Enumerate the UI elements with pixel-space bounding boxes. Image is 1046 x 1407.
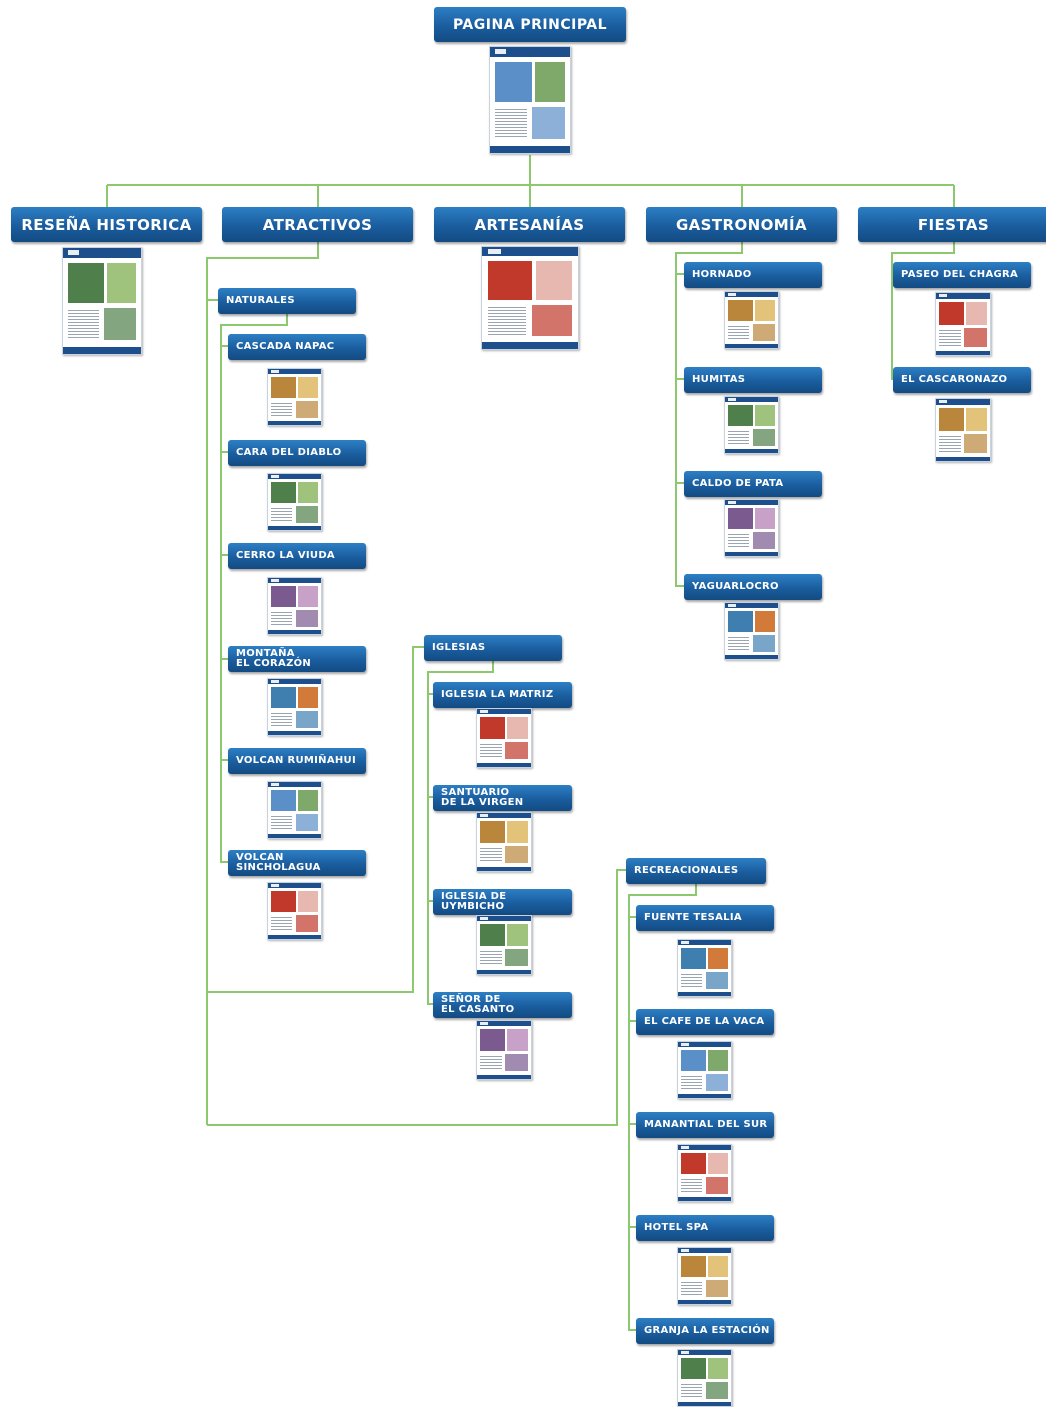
node-label-iglesia-la-matriz[interactable]: IGLESIA LA MATRIZ <box>433 682 572 708</box>
thumbnail-resena-historica <box>62 247 142 355</box>
section-label-fiestas[interactable]: FIESTAS <box>858 207 1046 242</box>
node-label-volcan-ruminahui[interactable]: VOLCAN RUMIÑAHUI <box>228 748 366 774</box>
node-label-hornado[interactable]: HORNADO <box>684 262 822 288</box>
connector-naturales-trunk <box>220 314 288 863</box>
node-label-montana-el-corazon[interactable]: MONTAÑA EL CORAZÓN <box>228 646 366 672</box>
connector-recreacionales-trunk <box>628 884 697 1331</box>
section-label-artesanias[interactable]: ARTESANÍAS <box>434 207 625 242</box>
thumbnail-cara-del-diablo <box>267 473 322 531</box>
thumbnail-caldo-de-pata <box>724 499 779 557</box>
thumbnail-iglesia-de-uymbicho <box>476 915 532 975</box>
thumbnail-paseo-del-chagra <box>935 292 991 356</box>
category-label-recreacionales[interactable]: RECREACIONALES <box>626 858 766 884</box>
connector-atractivos-trunk <box>206 242 319 1125</box>
thumbnail-cerro-la-viuda <box>267 577 322 635</box>
thumbnail-iglesia-la-matriz <box>476 708 532 768</box>
node-label-cara-del-diablo[interactable]: CARA DEL DIABLO <box>228 440 366 466</box>
thumbnail-yaguarlocro <box>724 602 779 660</box>
section-label-resena[interactable]: RESEÑA HISTORICA <box>11 207 202 242</box>
connector-iglesias <box>207 646 424 993</box>
node-label-yaguarlocro[interactable]: YAGUARLOCRO <box>684 574 822 600</box>
connector-iglesias-trunk <box>427 661 494 1005</box>
node-label-hotel-spa[interactable]: HOTEL SPA <box>636 1215 774 1241</box>
node-label-cascada-napac[interactable]: CASCADA NAPAC <box>228 334 366 360</box>
thumbnail-santuario-de-la-virgen <box>476 812 532 872</box>
connector-gastronomia-trunk <box>675 242 743 587</box>
thumbnail-hornado <box>724 291 779 349</box>
node-label-fuente-tesalia[interactable]: FUENTE TESALIA <box>636 905 774 931</box>
root-node-label[interactable]: PAGINA PRINCIPAL <box>434 7 626 42</box>
node-label-caldo-de-pata[interactable]: CALDO DE PATA <box>684 471 822 497</box>
thumbnail-cascada-napac <box>267 368 322 426</box>
node-label-santuario-de-la-virgen[interactable]: SANTUARIO DE LA VIRGEN <box>433 785 572 811</box>
thumbnail-artesanias <box>481 246 579 350</box>
node-label-volcan-sincholagua[interactable]: VOLCAN SINCHOLAGUA <box>228 850 366 876</box>
category-label-iglesias[interactable]: IGLESIAS <box>424 635 562 661</box>
node-label-senor-de-el-casanto[interactable]: SEÑOR DE EL CASANTO <box>433 992 572 1018</box>
node-label-humitas[interactable]: HUMITAS <box>684 367 822 393</box>
node-label-el-cafe-de-la-vaca[interactable]: EL CAFE DE LA VACA <box>636 1009 774 1035</box>
connector-fiestas-trunk <box>891 242 955 380</box>
thumbnail-el-cafe-de-la-vaca <box>677 1041 732 1099</box>
node-label-paseo-del-chagra[interactable]: PASEO DEL CHAGRA <box>893 262 1031 288</box>
thumbnail-humitas <box>724 396 779 454</box>
thumbnail-el-cascaronazo <box>935 398 991 462</box>
thumbnail-pagina-principal <box>489 46 571 154</box>
section-label-gastronomia[interactable]: GASTRONOMÍA <box>646 207 837 242</box>
thumbnail-granja-la-estacion <box>677 1349 732 1407</box>
node-label-el-cascaronazo[interactable]: EL CASCARONAZO <box>893 367 1031 393</box>
node-label-iglesia-de-uymbicho[interactable]: IGLESIA DE UYMBICHO <box>433 889 572 915</box>
section-label-atractivos[interactable]: ATRACTIVOS <box>222 207 413 242</box>
node-label-cerro-la-viuda[interactable]: CERRO LA VIUDA <box>228 543 366 569</box>
thumbnail-volcan-ruminahui <box>267 781 322 839</box>
node-label-manantial-del-sur[interactable]: MANANTIAL DEL SUR <box>636 1112 774 1138</box>
thumbnail-volcan-sincholagua <box>267 882 322 940</box>
thumbnail-fuente-tesalia <box>677 939 732 997</box>
category-label-naturales[interactable]: NATURALES <box>218 288 356 314</box>
node-label-granja-la-estacion[interactable]: GRANJA LA ESTACIÓN <box>636 1318 774 1344</box>
thumbnail-montana-el-corazon <box>267 678 322 736</box>
thumbnail-manantial-del-sur <box>677 1144 732 1202</box>
connector-recreacionales <box>207 869 626 1126</box>
thumbnail-senor-de-el-casanto <box>476 1020 532 1080</box>
thumbnail-hotel-spa <box>677 1247 732 1305</box>
